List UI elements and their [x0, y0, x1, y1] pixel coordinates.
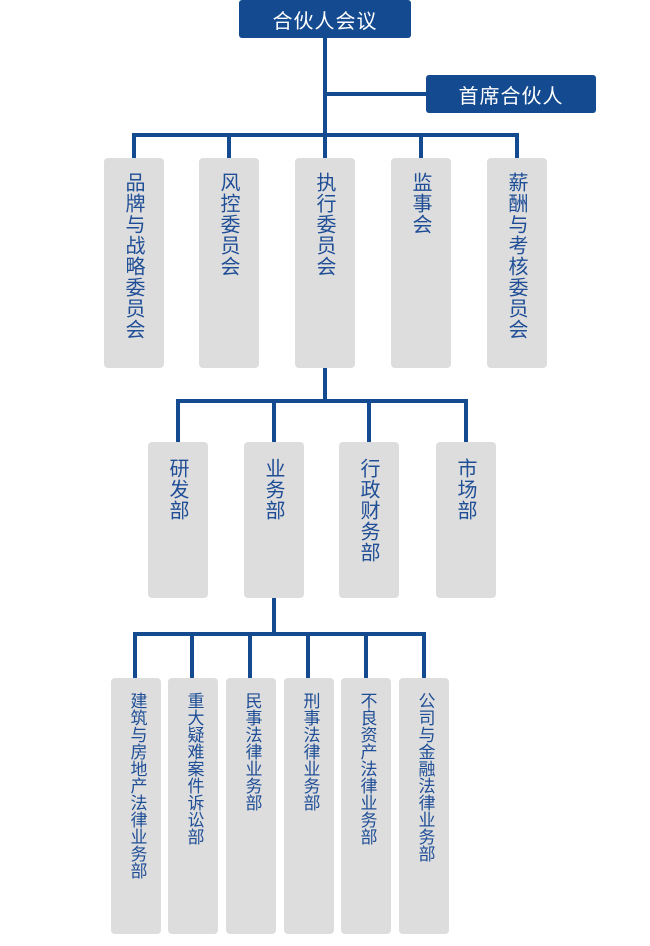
practice-box-civil: 民事法律业务部 [226, 678, 276, 934]
committee-box-risk-control: 风控委员会 [199, 158, 259, 368]
committee-label: 执行委员会 [313, 172, 337, 277]
department-label: 研发部 [166, 458, 190, 521]
practice-box-nonperforming-assets: 不良资产法律业务部 [341, 678, 391, 934]
practice-label: 刑事法律业务部 [299, 692, 320, 811]
department-label: 行政财务部 [357, 458, 381, 563]
partners-meeting-box: 合伙人会议 [239, 0, 411, 38]
practice-label: 建筑与房地产法律业务部 [126, 692, 147, 879]
chief-partner-box: 首席合伙人 [426, 75, 596, 113]
committee-label: 品牌与战略委员会 [122, 172, 146, 340]
committee-label: 薪酬与考核委员会 [505, 172, 529, 340]
committee-box-supervisory: 监事会 [391, 158, 451, 368]
committee-label: 风控委员会 [217, 172, 241, 277]
practice-box-criminal: 刑事法律业务部 [284, 678, 334, 934]
department-box-rnd: 研发部 [148, 442, 208, 598]
practice-label: 不良资产法律业务部 [356, 692, 377, 845]
committee-label: 监事会 [409, 172, 433, 235]
committee-box-executive: 执行委员会 [295, 158, 355, 368]
practice-label: 民事法律业务部 [241, 692, 262, 811]
department-box-marketing: 市场部 [436, 442, 496, 598]
practice-box-major-litigation: 重大疑难案件诉讼部 [168, 678, 218, 934]
committee-box-brand-strategy: 品牌与战略委员会 [104, 158, 164, 368]
practice-box-corporate-finance: 公司与金融法律业务部 [399, 678, 449, 934]
practice-box-construction-realestate: 建筑与房地产法律业务部 [111, 678, 161, 934]
practice-label: 重大疑难案件诉讼部 [183, 692, 204, 845]
committee-box-compensation: 薪酬与考核委员会 [487, 158, 547, 368]
department-box-admin-finance: 行政财务部 [339, 442, 399, 598]
practice-label: 公司与金融法律业务部 [414, 692, 435, 862]
chief-partner-label: 首席合伙人 [458, 83, 564, 108]
department-label: 市场部 [454, 458, 478, 521]
department-label: 业务部 [262, 458, 286, 521]
department-box-business: 业务部 [244, 442, 304, 598]
partners-meeting-label: 合伙人会议 [272, 8, 378, 33]
